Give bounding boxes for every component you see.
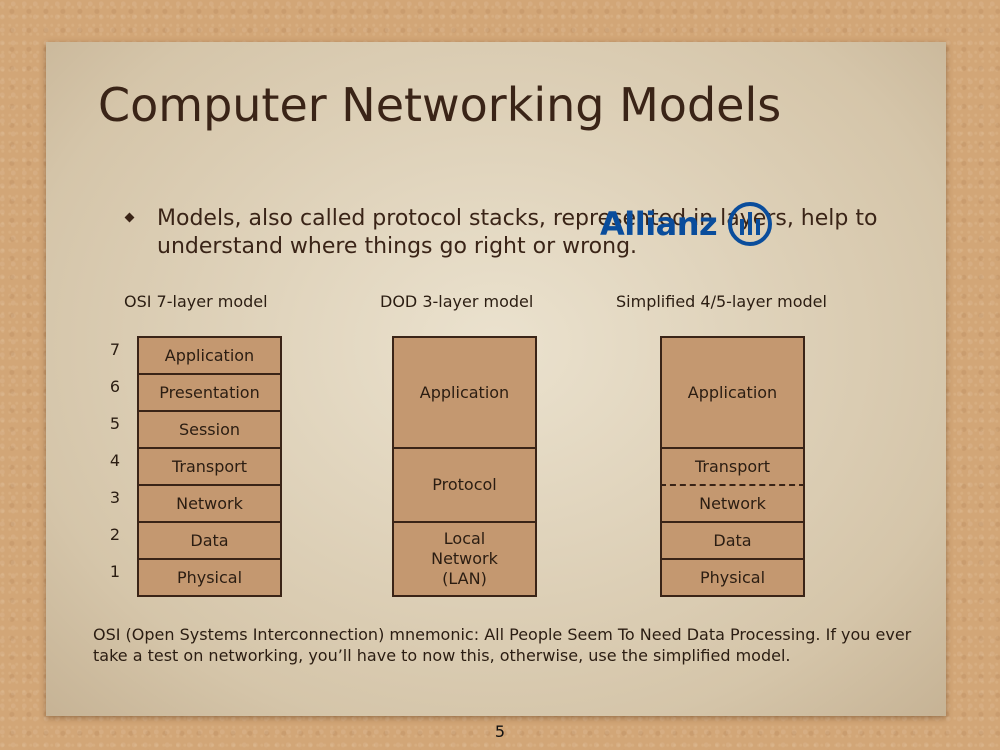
layer-number: 2 [109, 525, 121, 544]
allianz-logo: Allianz [600, 198, 773, 250]
osi-model-title: OSI 7-layer model [124, 292, 268, 311]
eagle-emblem-icon [728, 202, 773, 246]
layer-number: 6 [109, 377, 121, 396]
osi-layer-presentation: Presentation [137, 373, 282, 412]
page-number: 5 [494, 722, 506, 741]
bullet-text: Models, also called protocol stacks, rep… [157, 206, 878, 259]
simplified-layer-stack: Application Transport Network Data Physi… [660, 336, 805, 597]
osi-layer-physical: Physical [137, 558, 282, 597]
osi-layer-data: Data [137, 521, 282, 560]
layer-number: 1 [109, 562, 121, 581]
dod-layer-stack: Application Protocol Local Network (LAN) [392, 336, 537, 597]
layer-number: 7 [109, 340, 121, 359]
osi-layer-session: Session [137, 410, 282, 449]
osi-layer-application: Application [137, 336, 282, 375]
dod-layer-protocol: Protocol [392, 447, 537, 523]
layer-number: 5 [109, 414, 121, 433]
simplified-layer-transport: Transport [660, 447, 805, 486]
dod-layer-application: Application [392, 336, 537, 449]
simplified-layer-data: Data [660, 521, 805, 560]
logo-text: Allianz [600, 205, 718, 243]
simplified-layer-network: Network [660, 484, 805, 523]
osi-layer-transport: Transport [137, 447, 282, 486]
slide-title: Computer Networking Models [98, 78, 782, 132]
simplified-layer-application: Application [660, 336, 805, 449]
osi-layer-stack: Application Presentation Session Transpo… [137, 336, 282, 597]
layer-number: 4 [109, 451, 121, 470]
simplified-model-title: Simplified 4/5-layer model [616, 292, 827, 311]
dod-model-title: DOD 3-layer model [380, 292, 534, 311]
simplified-layer-physical: Physical [660, 558, 805, 597]
layer-number: 3 [109, 488, 121, 507]
dod-layer-lan: Local Network (LAN) [392, 521, 537, 597]
osi-layer-network: Network [137, 484, 282, 523]
footnote-text: OSI (Open Systems Interconnection) mnemo… [93, 625, 912, 665]
